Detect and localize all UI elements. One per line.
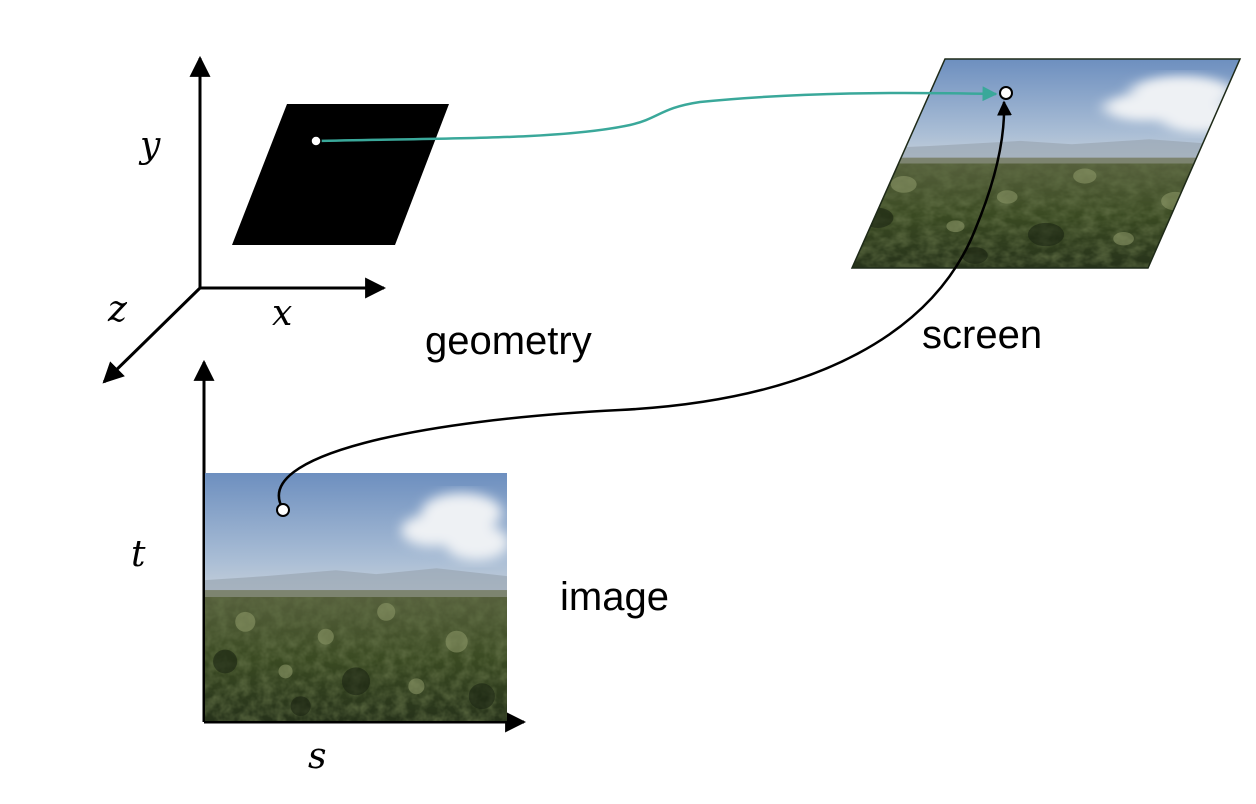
texture-axes xyxy=(193,359,527,733)
geometry-caption: geometry xyxy=(425,319,592,363)
z-axis xyxy=(102,286,202,384)
x-axis-label: x xyxy=(272,293,292,334)
z-axis-label: z xyxy=(107,289,128,330)
texture-image xyxy=(205,473,509,721)
geometry-to-screen-arrow xyxy=(315,86,998,143)
s-axis-label: s xyxy=(308,736,326,777)
geometry-polygon xyxy=(232,104,449,245)
screen-image xyxy=(852,59,1243,268)
t-axis-label: t xyxy=(131,534,146,575)
geometry-axes xyxy=(102,55,387,384)
image-to-screen-arrow xyxy=(277,100,1012,510)
y-axis-label: y xyxy=(138,125,161,166)
geometry-sample-point-icon xyxy=(310,135,322,147)
screen-sample-point-icon xyxy=(999,86,1013,100)
screen-caption: screen xyxy=(922,313,1042,357)
image-caption: image xyxy=(560,575,669,619)
texture-sample-point-icon xyxy=(276,503,290,517)
screen-outline xyxy=(850,58,1242,269)
